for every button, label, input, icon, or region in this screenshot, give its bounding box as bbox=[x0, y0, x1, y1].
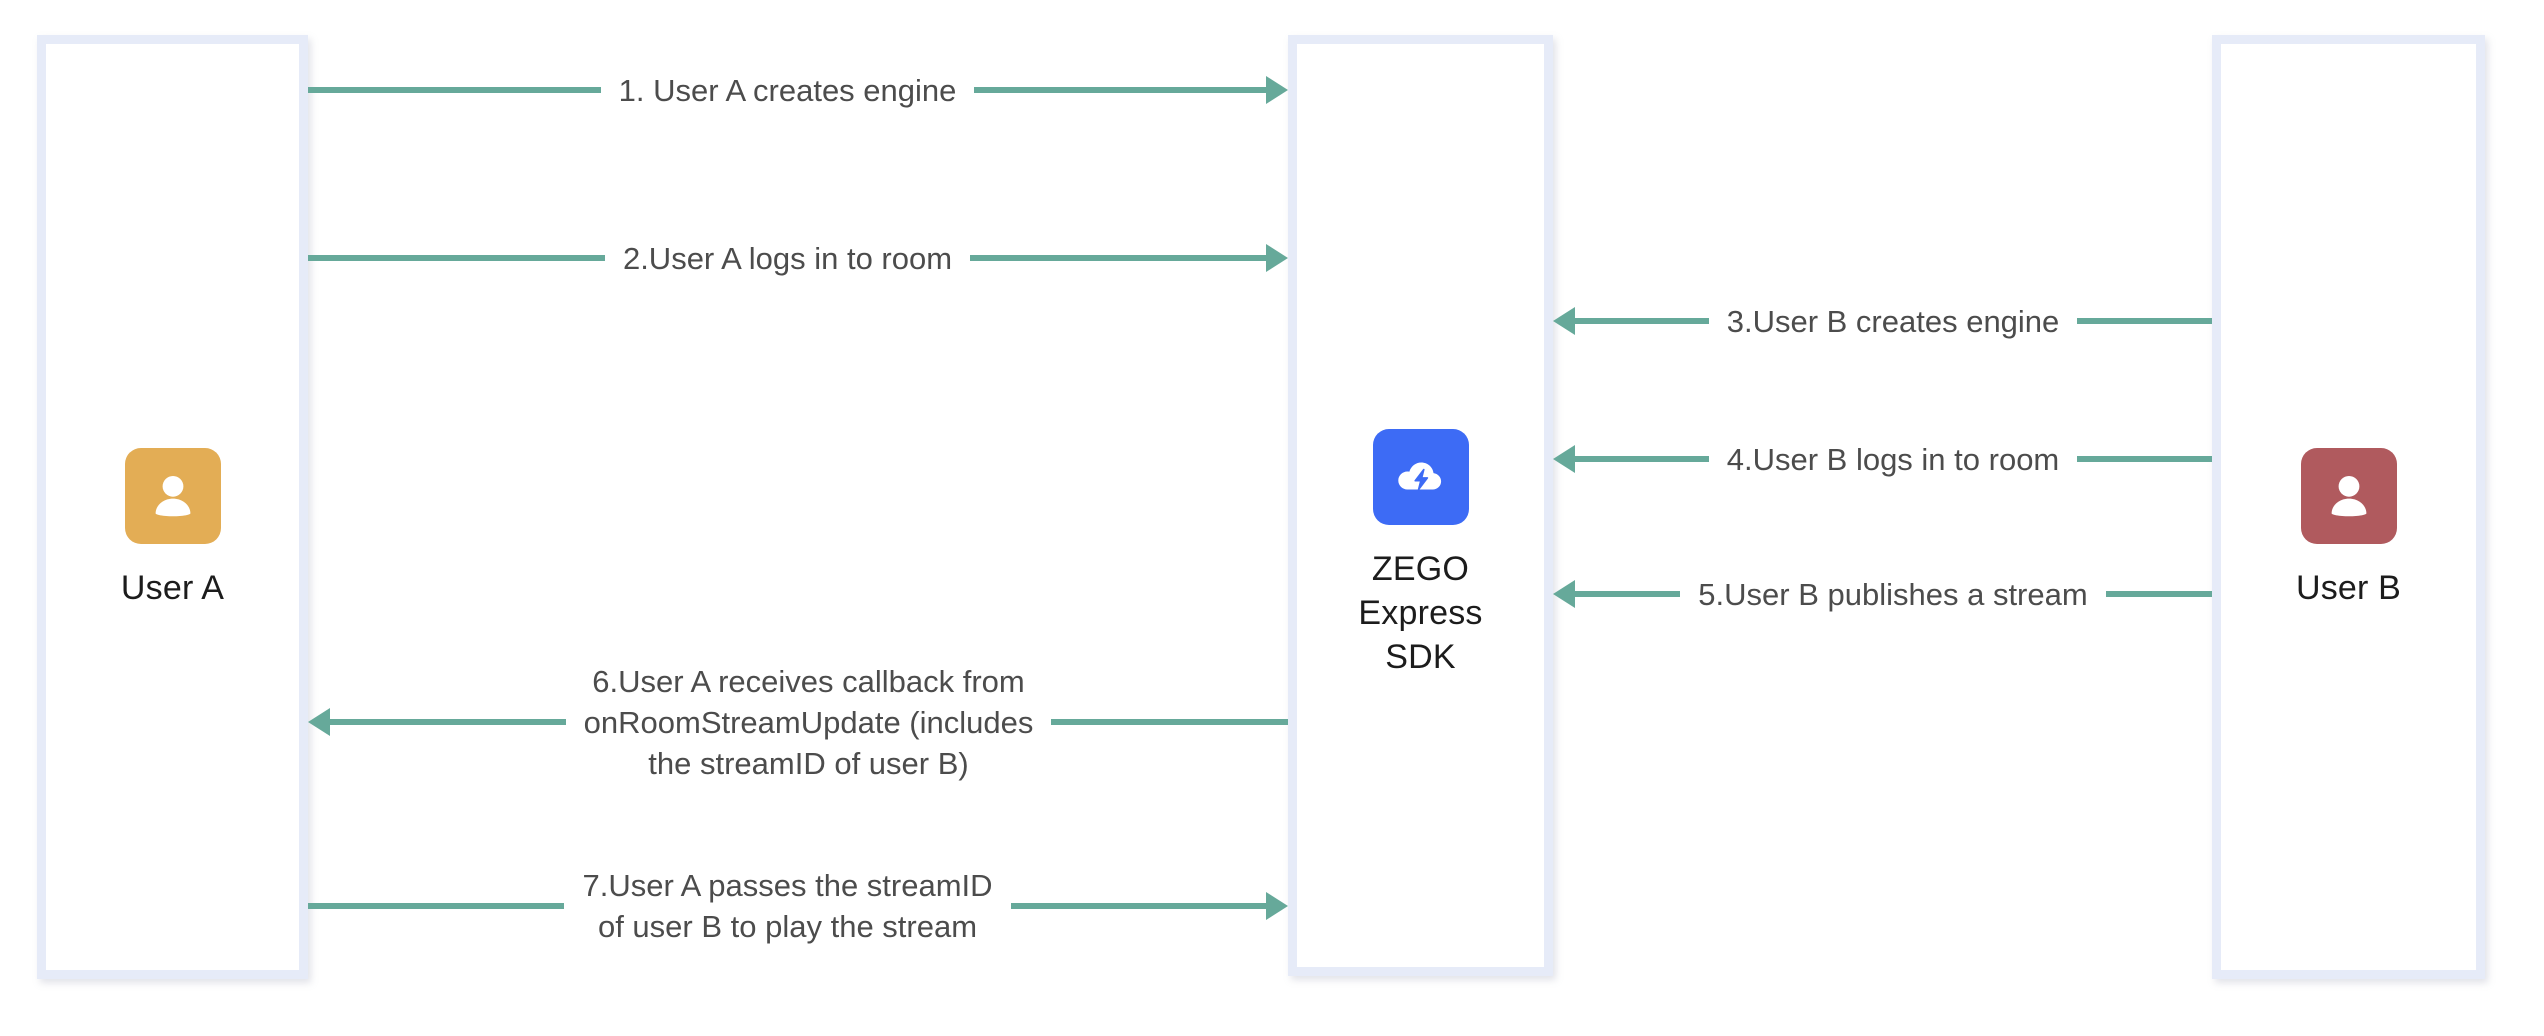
arrow-line-segment bbox=[308, 87, 601, 93]
arrow-line-segment bbox=[2105, 591, 2212, 597]
arrow-head-left-icon bbox=[308, 708, 330, 736]
arrow-line-segment bbox=[1010, 903, 1268, 909]
arrow-head-right-icon bbox=[1266, 892, 1289, 920]
message-label-step-5: 5.User B publishes a stream bbox=[1698, 576, 2088, 612]
arrow-head-right-icon bbox=[1266, 244, 1289, 272]
person-avatar-icon-user-a bbox=[124, 448, 221, 544]
actor-user-b: User B bbox=[2221, 448, 2476, 610]
arrow-line-segment bbox=[2077, 456, 2212, 462]
arrow-line-segment bbox=[308, 255, 605, 261]
zego-cloud-bolt-logo-icon bbox=[1372, 429, 1469, 525]
arrow-line-segment bbox=[1574, 591, 1681, 597]
message-label-step-2: 2.User A logs in to room bbox=[622, 240, 953, 276]
arrow-line-segment bbox=[1574, 318, 1709, 324]
message-label-step-1: 1. User A creates engine bbox=[618, 72, 957, 108]
actor-zego: ZEGO Express SDK bbox=[1297, 429, 1544, 679]
person-avatar-icon-user-b bbox=[2300, 448, 2397, 544]
arrow-line-segment bbox=[308, 903, 565, 909]
arrow-line-segment bbox=[329, 719, 566, 725]
arrow-head-left-icon bbox=[1553, 580, 1575, 608]
message-label-step-6: 6.User A receives callback from onRoomSt… bbox=[583, 663, 1034, 781]
lifeline-column-zego: ZEGO Express SDK bbox=[1288, 35, 1553, 976]
arrow-head-left-icon bbox=[1553, 445, 1575, 473]
arrow-line-segment bbox=[1051, 719, 1289, 725]
message-label-step-7: 7.User A passes the streamID of user B t… bbox=[582, 868, 993, 944]
arrow-line-segment bbox=[974, 87, 1268, 93]
actor-user-a: User A bbox=[46, 448, 299, 610]
arrow-head-right-icon bbox=[1266, 76, 1289, 104]
actor-caption-user-b: User B bbox=[2295, 569, 2402, 607]
actor-caption-user-a: User A bbox=[120, 569, 225, 607]
message-label-step-3: 3.User B creates engine bbox=[1726, 303, 2060, 339]
actor-caption-zego: ZEGO Express SDK bbox=[1358, 550, 1483, 676]
message-label-step-4: 4.User B logs in to room bbox=[1726, 441, 2060, 477]
arrow-head-left-icon bbox=[1553, 307, 1575, 335]
lifeline-column-user-b: User B bbox=[2212, 35, 2485, 979]
arrow-line-segment bbox=[970, 255, 1268, 261]
arrow-line-segment bbox=[1574, 456, 1709, 462]
arrow-line-segment bbox=[2077, 318, 2213, 324]
lifeline-column-user-a: User A bbox=[37, 35, 308, 979]
